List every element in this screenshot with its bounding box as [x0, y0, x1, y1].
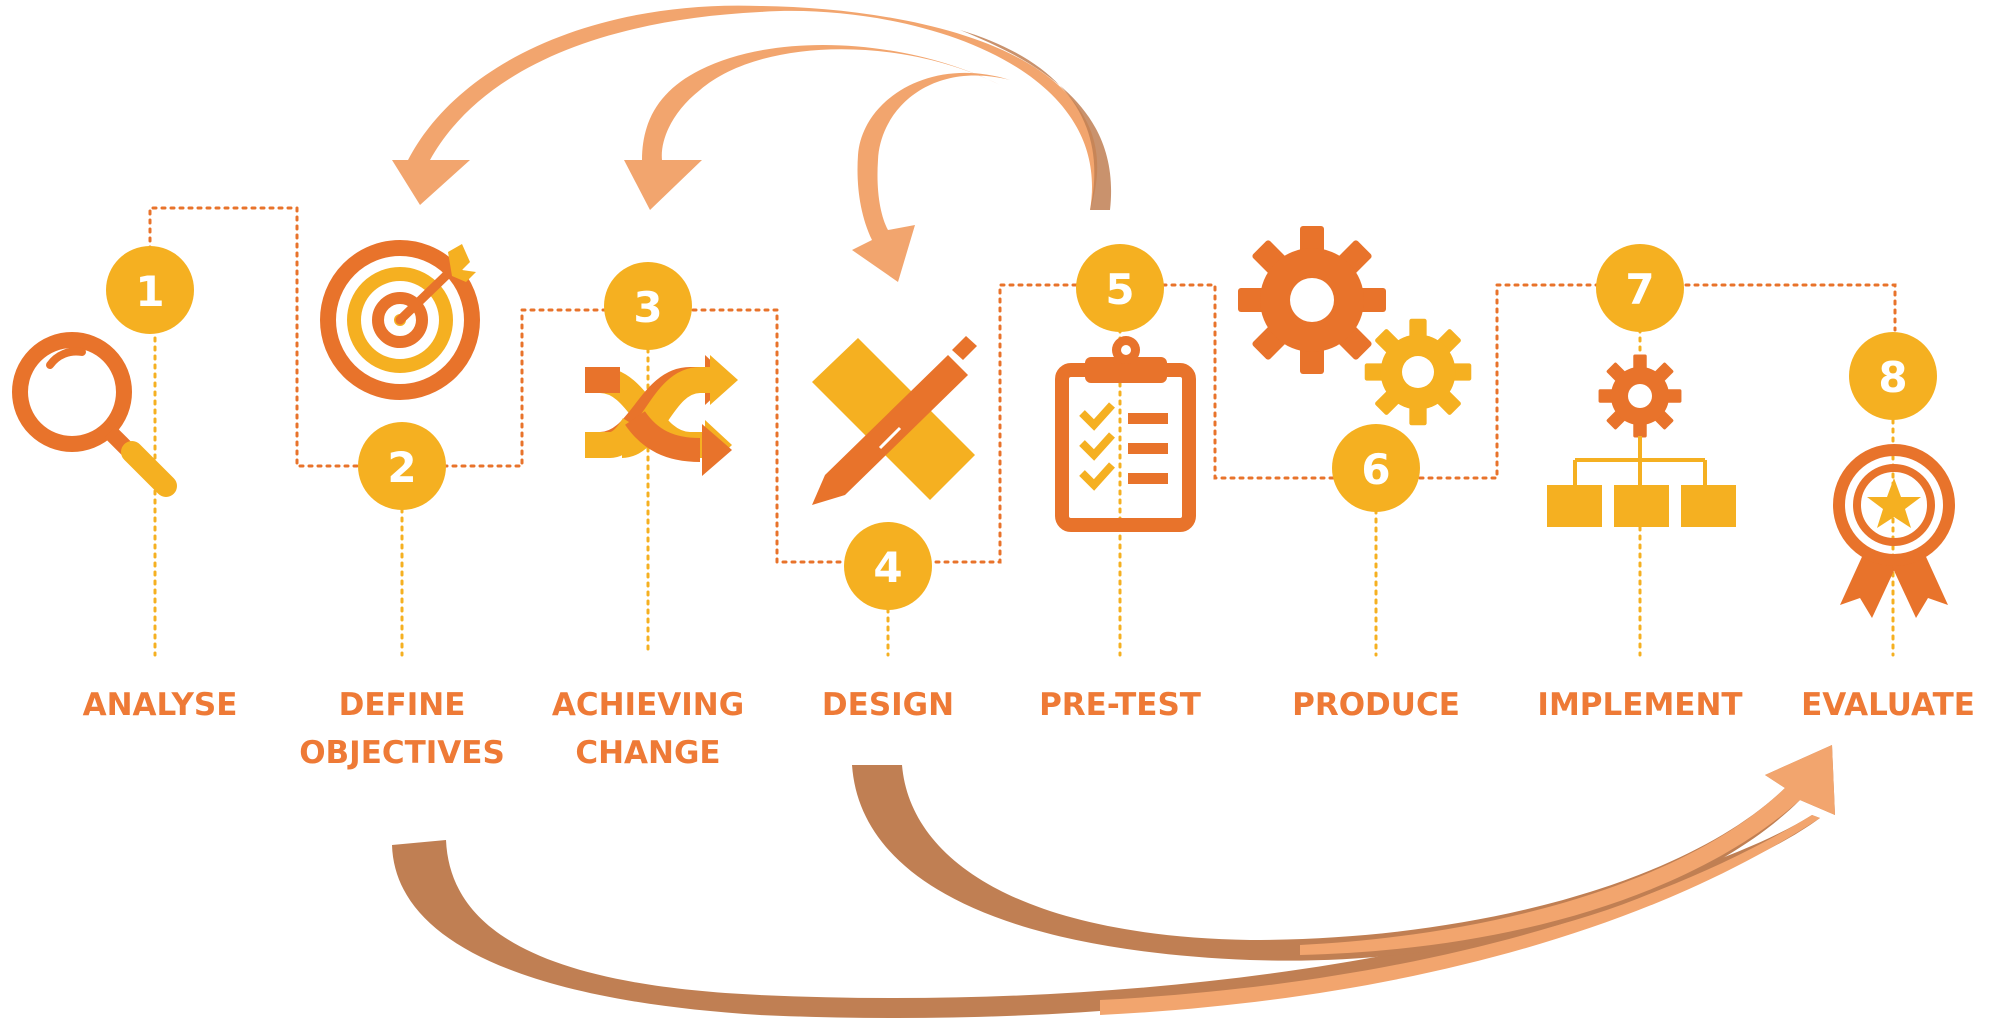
design-icon	[812, 336, 977, 505]
svg-text:2: 2	[387, 443, 416, 492]
step-label-analyse: ANALYSE	[83, 687, 238, 723]
step-badge-5: 5	[1076, 244, 1164, 332]
step-label-evaluate: EVALUATE	[1801, 687, 1975, 723]
arrow-4-to-8	[852, 745, 1835, 961]
step-badge-8: 8	[1849, 332, 1937, 420]
svg-text:3: 3	[633, 283, 662, 332]
gears-icon	[1238, 226, 1472, 426]
clipboard-checklist-icon	[1055, 336, 1196, 532]
shuffle-icon	[585, 355, 738, 476]
arrow-5-to-4	[852, 72, 1010, 283]
step-label-achieving-1: ACHIEVING	[552, 687, 744, 723]
step-label-achieving-2: CHANGE	[575, 735, 720, 771]
svg-text:7: 7	[1625, 265, 1654, 314]
feedback-arrows-upper	[392, 5, 1112, 283]
step-label-define-2: OBJECTIVES	[299, 735, 505, 771]
svg-text:6: 6	[1361, 445, 1390, 494]
step-badge-7: 7	[1596, 244, 1684, 332]
target-icon	[320, 240, 480, 400]
number-badges: 1 2 3 4 5 6 7 8	[106, 244, 1937, 610]
svg-text:5: 5	[1105, 265, 1134, 314]
step-badge-4: 4	[844, 522, 932, 610]
step-label-produce: PRODUCE	[1292, 687, 1460, 723]
gear-hierarchy-icon	[1547, 354, 1736, 527]
svg-text:8: 8	[1878, 353, 1907, 402]
step-label-implement: IMPLEMENT	[1537, 687, 1742, 723]
step-labels: ANALYSE DEFINE OBJECTIVES ACHIEVING CHAN…	[83, 687, 1975, 771]
dotted-connectors	[148, 206, 1897, 564]
arrow-5-to-2	[392, 5, 1098, 210]
award-ribbon-icon	[1833, 444, 1955, 618]
step-label-pre-test: PRE-TEST	[1039, 687, 1201, 723]
arrow-5-to-3	[624, 44, 1000, 210]
magnifier-icon	[12, 332, 177, 497]
step-label-design: DESIGN	[822, 687, 954, 723]
feedback-arrows-lower	[392, 745, 1835, 1019]
svg-text:4: 4	[873, 543, 902, 592]
svg-text:1: 1	[135, 267, 164, 316]
step-label-define-1: DEFINE	[339, 687, 466, 723]
step-badge-6: 6	[1332, 424, 1420, 512]
step-badge-2: 2	[358, 422, 446, 510]
step-badge-3: 3	[604, 262, 692, 350]
step-badge-1: 1	[106, 246, 194, 334]
